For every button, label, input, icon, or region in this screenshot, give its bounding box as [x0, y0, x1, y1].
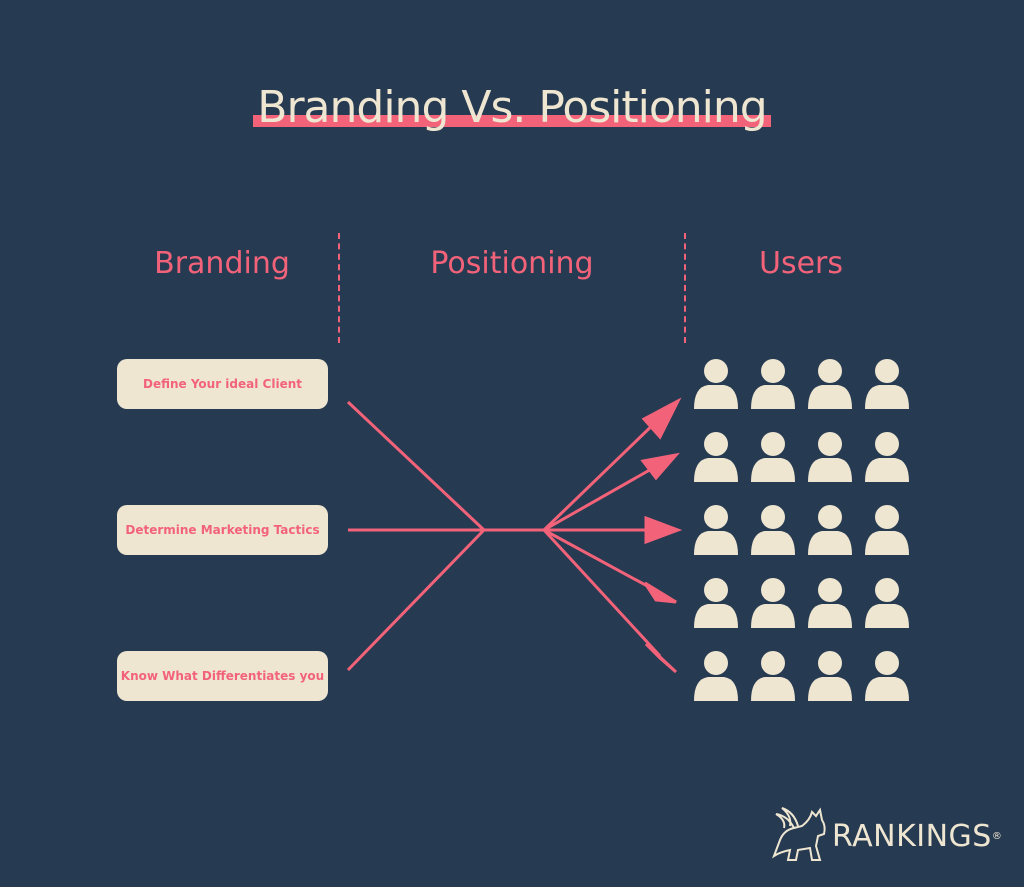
users-grid — [694, 357, 909, 703]
input-line — [346, 400, 486, 532]
user-icon — [808, 578, 852, 628]
user-icon — [865, 505, 909, 555]
arrowhead — [644, 515, 683, 545]
title-container: Branding Vs. Positioning — [0, 82, 1024, 133]
user-icon — [751, 359, 795, 409]
arrowhead — [644, 642, 678, 674]
input-line — [346, 528, 486, 672]
user-icon — [865, 432, 909, 482]
arrowhead — [640, 452, 680, 481]
column-heading-branding: Branding — [154, 246, 290, 281]
user-icon — [865, 578, 909, 628]
arrowhead — [641, 397, 682, 440]
user-icon — [694, 359, 738, 409]
user-icon — [808, 432, 852, 482]
logo-wordmark: RANKINGS — [832, 818, 992, 854]
page-title: Branding Vs. Positioning — [253, 82, 772, 133]
output-arrow — [542, 528, 662, 658]
output-arrow — [543, 461, 663, 532]
registered-mark: ® — [991, 830, 1002, 842]
output-arrow — [543, 528, 663, 596]
user-icon — [808, 505, 852, 555]
user-icon — [865, 359, 909, 409]
user-icon — [694, 578, 738, 628]
user-icon — [751, 651, 795, 701]
arrowhead — [643, 581, 677, 604]
column-heading-users: Users — [758, 246, 843, 281]
user-icon — [694, 432, 738, 482]
user-icon — [865, 651, 909, 701]
user-icon — [751, 432, 795, 482]
branding-item: Define Your ideal Client — [117, 359, 328, 409]
output-arrow — [542, 416, 662, 532]
user-icon — [808, 651, 852, 701]
griffin-logo-icon — [771, 807, 826, 861]
user-icon — [751, 578, 795, 628]
user-icon — [808, 359, 852, 409]
branding-item: Determine Marketing Tactics — [117, 505, 328, 555]
branding-item: Know What Differentiates you — [117, 651, 328, 701]
user-icon — [694, 505, 738, 555]
user-icon — [694, 651, 738, 701]
column-divider — [684, 233, 686, 343]
rankings-logo: RANKINGS® — [768, 806, 1002, 866]
user-icon — [751, 505, 795, 555]
column-divider — [338, 233, 340, 343]
column-heading-positioning: Positioning — [430, 246, 594, 281]
